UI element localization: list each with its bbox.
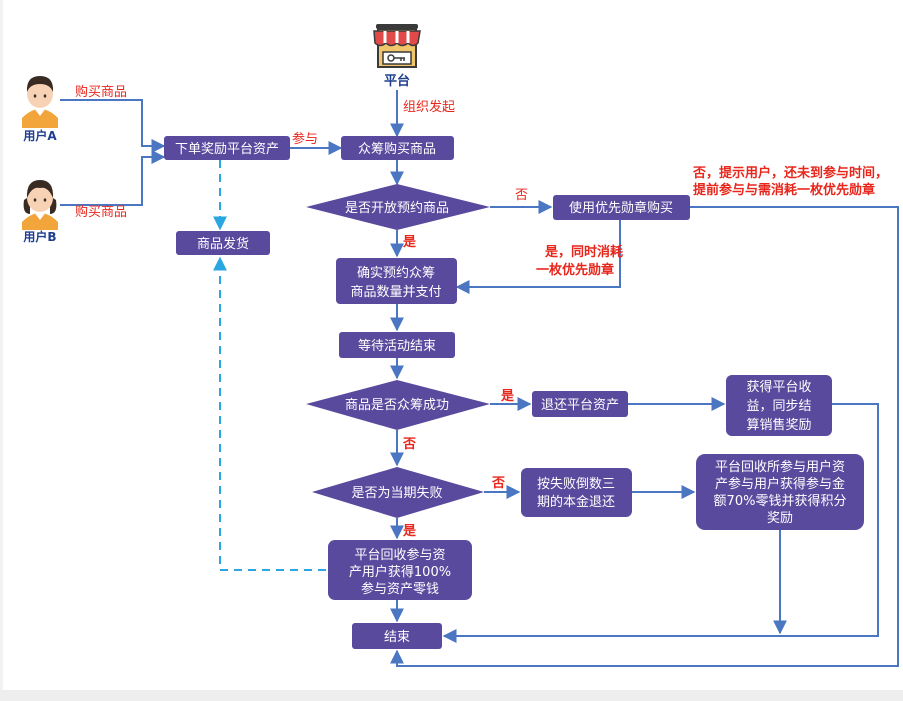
node-order [164,136,290,160]
edge-income-end [442,403,879,643]
node-inverse [521,468,632,517]
node-recover-label-4: 奖励 [767,511,793,526]
label-yes-3: 是 [402,524,417,539]
label-no-2: 否 [402,437,416,452]
node-delivery-label: 商品发货 [197,236,249,252]
node-order-label: 下单奖励平台资产 [175,142,279,157]
label-no-note-1: 否，提示用户，还未到参与时间， [692,165,888,181]
platform-label: 平台 [384,73,410,89]
edge-medal-bottom [390,206,899,667]
label-yes-consume-1: 是，同时消耗 [544,244,623,260]
node-current-label-3: 参与资产零钱 [361,581,439,597]
node-inverse-label-2: 期的本金退还 [537,494,615,510]
node-recover [696,454,864,530]
node-income-label-3: 算销售奖励 [746,417,811,433]
node-wait [339,332,455,358]
node-end-label: 结束 [384,630,410,645]
node-open-reserve [306,184,490,230]
edge-userA-order [60,99,166,153]
edge-current-delivery-dashed [213,256,326,571]
edge-userB-order [60,150,166,206]
edge-medal-confirm [455,220,621,294]
user-a-action: 购买商品 [75,84,127,100]
store-icon [373,24,421,68]
frame-left-edge [0,0,3,690]
node-recover-label-2: 产参与用户获得参与金 [715,476,845,492]
node-crowdfund-label: 众筹购买商品 [358,141,436,157]
label-join: 参与 [292,131,318,147]
node-income [726,375,832,436]
node-success-q [306,380,490,430]
label-no-3: 否 [491,476,505,491]
label-yes-consume-2: 一枚优先勋章 [536,262,614,278]
node-open-reserve-label: 是否开放预约商品 [345,201,449,216]
node-recover-label-1: 平台回收所参与用户资 [715,459,845,475]
node-use-medal-label: 使用优先勋章购买 [569,200,673,216]
node-income-label-1: 获得平台收 [746,379,811,395]
label-organize: 组织发起 [403,99,455,115]
node-income-label-2: 益，同步结 [746,399,811,414]
user-b-label: 用户B [22,229,56,244]
node-crowdfund [341,136,454,160]
node-use-medal [553,195,690,220]
user-female-avatar-icon [22,180,58,230]
label-yes-2: 是 [500,389,515,404]
node-refund-label: 退还平台资产 [541,398,619,413]
user-a-label: 用户A [22,128,57,143]
node-current-label-2: 产用户获得100% [349,564,451,580]
user-b-action: 购买商品 [75,204,127,220]
frame-bottom-edge [0,690,903,701]
node-refund [532,391,628,417]
node-confirm-label-1: 确实预约众筹 [357,265,435,281]
node-fail-q [312,467,484,518]
node-current [328,540,472,600]
node-current-label-1: 平台回收参与资 [354,547,445,563]
node-confirm [336,258,457,304]
node-end [352,623,442,649]
node-inverse-label-1: 按失败倒数三 [537,477,615,492]
node-fail-q-label: 是否为当期失败 [351,486,442,501]
node-delivery [176,231,270,255]
node-wait-label: 等待活动结束 [358,338,436,354]
node-recover-label-3: 额70%零钱并获得积分 [714,493,847,509]
node-success-q-label: 商品是否众筹成功 [345,397,449,413]
label-yes-1: 是 [402,235,417,250]
user-male-avatar-icon [22,76,58,128]
node-confirm-label-2: 商品数量并支付 [350,285,441,300]
label-no-1: 否 [515,188,528,203]
label-no-note-2: 提前参与与需消耗一枚优先勋章 [693,182,875,198]
